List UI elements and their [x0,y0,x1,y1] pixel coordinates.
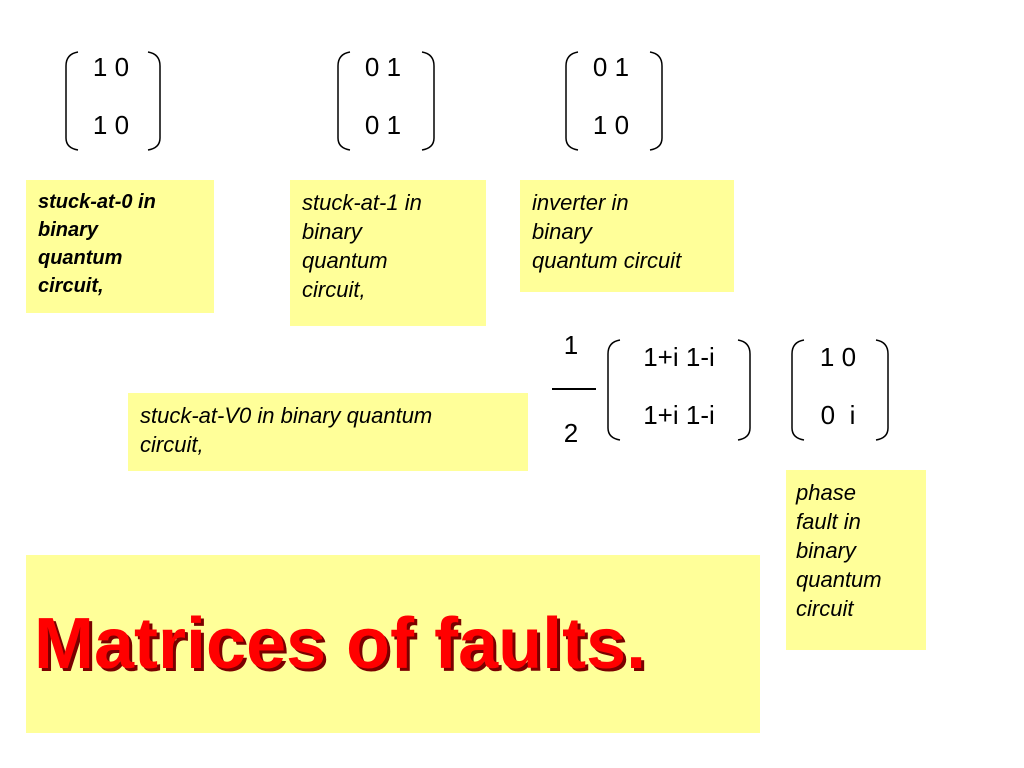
note-line: inverter in [532,190,629,215]
matrix-row-2: 1 0 [592,110,630,140]
matrix-row-2: 1 0 [92,110,130,140]
matrix-row-1: 1+i 1-i [643,342,715,372]
note-inverter: inverter in binary quantum circuit [520,180,734,292]
note-line: binary [302,219,362,244]
matrix-row-1: 1 0 [92,52,130,82]
matrix-row-2: 0 1 [364,110,402,140]
note-line: fault in [796,509,861,534]
fraction-numerator: 1 [563,330,579,360]
note-line: circuit, [302,277,366,302]
slide-title: Matrices of faults. [34,604,647,684]
note-line: stuck-at-0 in [38,191,156,213]
note-phase-fault: phase fault in binary quantum circuit [786,470,926,650]
matrix-stuck-at-v0: 1+i 1-i 1+i 1-i [604,336,754,442]
note-stuck-at-0: stuck-at-0 in binary quantum circuit, [26,180,214,313]
matrix-stuck-at-1: 0 1 0 1 [334,48,438,152]
note-line: stuck-at-V0 in binary quantum [140,403,433,428]
note-line: quantum [796,567,882,592]
note-line: quantum [38,247,123,269]
matrix-inverter: 0 1 1 0 [562,48,666,152]
matrix-brackets [791,339,889,441]
note-line: binary [796,538,856,563]
note-stuck-at-v0: stuck-at-V0 in binary quantum circuit, [128,393,528,471]
note-line: circuit [796,596,854,621]
note-line: circuit, [140,432,204,457]
matrix-row-1: 0 1 [364,52,402,82]
matrix-row-2: 1+i 1-i [643,400,715,430]
note-line: binary [38,219,99,241]
matrix-brackets [65,51,161,151]
matrix-brackets [565,51,663,151]
matrix-brackets [337,51,435,151]
note-line: quantum circuit [532,248,682,273]
note-stuck-at-1: stuck-at-1 in binary quantum circuit, [290,180,486,326]
matrix-brackets [607,339,751,441]
matrix-row-2: 0 i [820,400,856,430]
matrix-row-1: 0 1 [592,52,630,82]
note-line: circuit, [38,275,104,297]
note-line: binary [532,219,592,244]
note-line: quantum [302,248,388,273]
fraction-denominator: 2 [563,418,579,448]
fraction-bar [552,388,596,390]
note-line: stuck-at-1 in [302,190,422,215]
note-line: phase [796,480,856,505]
matrix-phase-fault: 1 0 0 i [788,336,892,442]
matrix-row-1: 1 0 [819,342,857,372]
matrix-stuck-at-0: 1 0 1 0 [62,48,164,152]
title-box: Matrices of faults. [26,555,760,733]
